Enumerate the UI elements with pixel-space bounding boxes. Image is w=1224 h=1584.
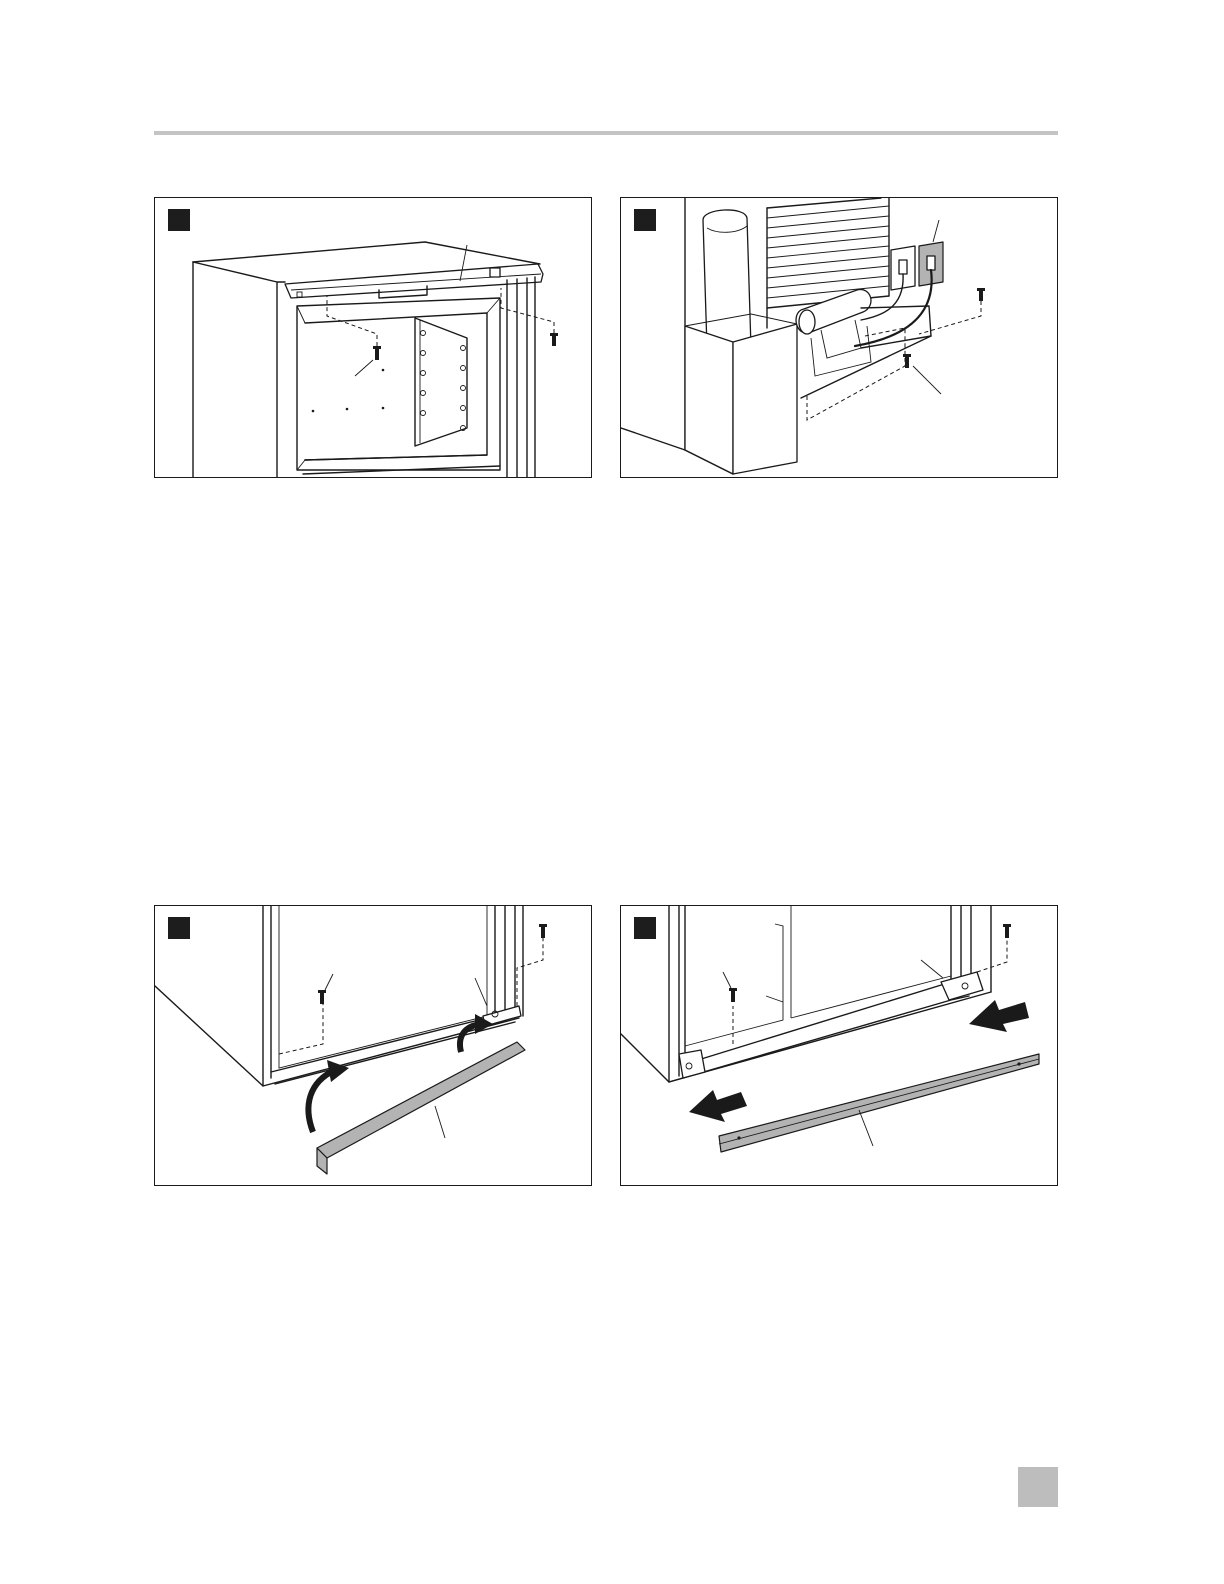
illustration-fridge-rear [621, 198, 1058, 478]
figure-bottom-rail-fit [620, 905, 1058, 1186]
figure-badge-2 [634, 209, 656, 231]
figure-top-cover [154, 197, 592, 478]
figure-rear-connection [620, 197, 1058, 478]
figure-badge-3 [168, 917, 190, 939]
figure-badge-4 [634, 917, 656, 939]
figure-badge-1 [168, 209, 190, 231]
illustration-rail-remove [155, 906, 592, 1186]
figure-bottom-rail-remove [154, 905, 592, 1186]
header-rule [154, 131, 1058, 135]
illustration-rail-fit [621, 906, 1058, 1186]
page-number-tab [1018, 1467, 1058, 1507]
illustration-fridge-top [155, 198, 592, 478]
